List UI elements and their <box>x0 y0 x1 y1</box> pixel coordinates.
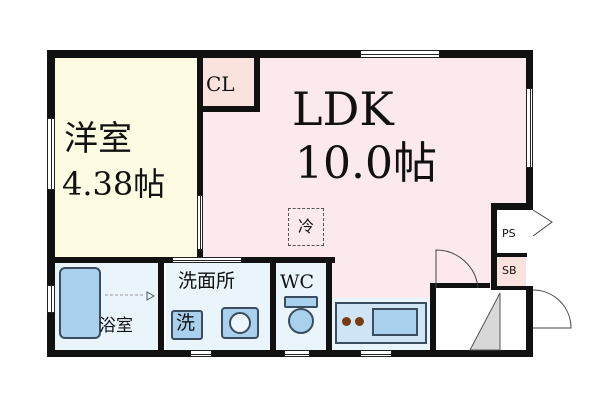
window-left-bath <box>47 285 55 313</box>
door-rail-western <box>197 195 203 250</box>
sb-label: SB <box>502 264 517 277</box>
fridge-space <box>288 208 324 246</box>
window-bottom-toilet <box>284 350 310 357</box>
toilet-label: WC <box>280 271 315 293</box>
closet-label: CL <box>206 72 235 96</box>
washer-label: 洗 <box>176 312 196 334</box>
wall-ps-left <box>491 203 497 289</box>
bath-label: 浴室 <box>99 316 133 336</box>
outer-wall-top <box>47 50 533 58</box>
kitchen-sink <box>372 308 418 336</box>
closet-fill <box>203 57 255 106</box>
western-size-label: 4.38帖 <box>62 165 166 203</box>
toilet-bowl <box>288 308 314 334</box>
window-right-ldk <box>526 88 533 168</box>
toilet-tank <box>284 296 318 308</box>
window-bottom-kitchen <box>360 350 392 357</box>
western-name-label: 洋室 <box>64 119 132 159</box>
wall-wash-toilet <box>270 257 276 352</box>
wall-bath-wash <box>158 257 164 352</box>
wall-entrance-left <box>430 283 436 352</box>
sb-box <box>497 257 526 287</box>
wall-sb-bottom <box>491 286 533 290</box>
bathtub <box>59 267 101 339</box>
western-room <box>55 57 197 257</box>
wall-ps-sb <box>497 253 527 257</box>
washer-pan <box>171 310 203 340</box>
stove-burner-2 <box>355 317 364 326</box>
ldk-size-label: 10.0帖 <box>295 138 437 189</box>
window-top-ldk <box>360 50 440 58</box>
door-rail-wash <box>172 257 242 263</box>
window-left-western <box>47 118 55 190</box>
outer-wall-right-lower <box>526 288 533 357</box>
basin-bowl <box>229 312 251 334</box>
ps-label: PS <box>502 227 516 240</box>
outer-wall-left <box>47 50 55 357</box>
stove-burner-1 <box>342 317 351 326</box>
ps-box <box>497 210 526 254</box>
wall-western-ldk <box>197 57 203 259</box>
ldk-name-label: LDK <box>292 82 394 136</box>
fridge-label: 冷 <box>298 217 315 236</box>
window-bottom-wash <box>190 350 212 357</box>
wall-entrance-top <box>430 283 490 288</box>
washroom-label: 洗面所 <box>178 270 236 292</box>
wall-closet-right <box>254 57 260 112</box>
wall-toilet-kitchen <box>326 257 332 352</box>
wall-ps-top <box>491 203 533 210</box>
wall-closet-bottom <box>203 106 255 112</box>
